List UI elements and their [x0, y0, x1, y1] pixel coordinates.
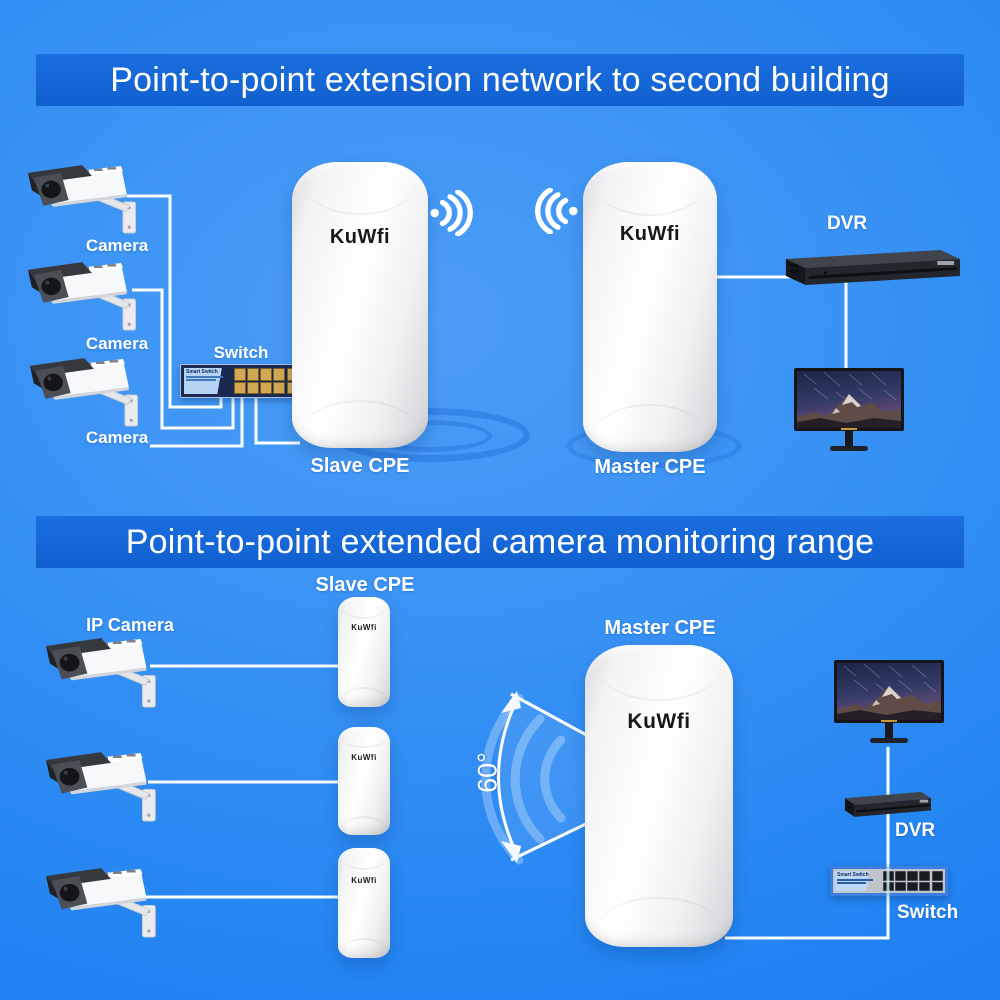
brand-logo: KuWfi — [351, 623, 377, 632]
ip-camera-device-3 — [44, 866, 172, 945]
switch-ports — [234, 368, 285, 394]
dvr-label-bottom: DVR — [895, 820, 936, 841]
title-banner-bottom: Point-to-point extended camera monitorin… — [36, 516, 964, 568]
slave-cpe-device-small-2: KuWfi — [338, 727, 390, 835]
slave-cpe-device-small-1: KuWfi — [338, 597, 390, 707]
switch-device-bottom: Smart Switch — [830, 866, 948, 896]
slave-cpe-label-bottom: Slave CPE — [315, 574, 415, 596]
slave-cpe-device-top: KuWfi — [292, 162, 428, 448]
monitor-device-bottom — [834, 660, 944, 748]
cable-master-cpe-switch-dvr-monitor — [725, 747, 890, 940]
ip-camera-device-2 — [44, 750, 172, 829]
switch-device-top: Smart Switch — [180, 364, 302, 398]
dvr-device-top — [776, 246, 962, 288]
switch-spec-bar — [837, 882, 866, 884]
switch-uplink-ports — [932, 871, 943, 891]
switch-label-bottom: Switch — [897, 902, 959, 923]
dvr-label-top: DVR — [826, 213, 868, 234]
monitor-device-top — [794, 368, 904, 456]
brand-logo: KuWfi — [351, 876, 377, 885]
brand-logo: KuWfi — [627, 710, 691, 733]
title-top-text: Point-to-point extension network to seco… — [110, 60, 890, 99]
master-cpe-device-top: KuWfi — [583, 162, 717, 452]
wifi-signal-icon-left — [535, 188, 578, 234]
brand-logo: KuWfi — [351, 753, 377, 762]
switch-ports — [883, 871, 930, 891]
camera-device-3 — [28, 356, 154, 434]
brand-logo: KuWfi — [619, 223, 681, 245]
arrow-up-icon — [501, 691, 521, 713]
title-bottom-text: Point-to-point extended camera monitorin… — [125, 522, 875, 561]
switch-faceplate: Smart Switch — [835, 871, 881, 891]
signal-wave-arcs — [481, 693, 566, 865]
beam-angle-label: 60° — [472, 752, 503, 793]
camera-device-1 — [26, 163, 152, 241]
switch-spec-bar — [837, 879, 873, 881]
title-banner-top: Point-to-point extension network to seco… — [36, 54, 964, 106]
camera-label-2: Camera — [85, 334, 149, 353]
slave-cpe-device-small-3: KuWfi — [338, 848, 390, 958]
arrow-down-icon — [501, 841, 521, 863]
brand-logo: KuWfi — [329, 226, 391, 248]
cable-camera2-switch — [132, 288, 235, 430]
switch-brand-text: Smart Switch — [837, 872, 869, 878]
master-cpe-device-bottom: KuWfi — [585, 645, 733, 947]
camera-device-2 — [26, 260, 152, 338]
switch-spec-bar — [186, 379, 216, 381]
cable-camera1-switch — [127, 194, 223, 409]
slave-cpe-label-top: Slave CPE — [310, 455, 410, 477]
camera-label-3: Camera — [85, 428, 149, 447]
ip-camera-label: IP Camera — [86, 615, 174, 635]
ip-camera-device-1 — [44, 636, 172, 715]
switch-faceplate: Smart Switch — [184, 368, 232, 394]
cable-camera3-switch — [150, 392, 244, 448]
dvr-device-bottom — [840, 789, 932, 819]
master-cpe-label-bottom: Master CPE — [604, 617, 716, 639]
camera-label-1: Camera — [85, 236, 149, 255]
wifi-signal-icon-right — [430, 190, 473, 236]
angle-annotation — [496, 691, 593, 863]
switch-spec-bar — [186, 376, 224, 378]
switch-label-top: Switch — [213, 343, 269, 362]
cable-switch-slave-cpe — [254, 392, 300, 445]
switch-brand-text: Smart Switch — [186, 369, 218, 375]
master-cpe-label-top: Master CPE — [594, 456, 706, 478]
